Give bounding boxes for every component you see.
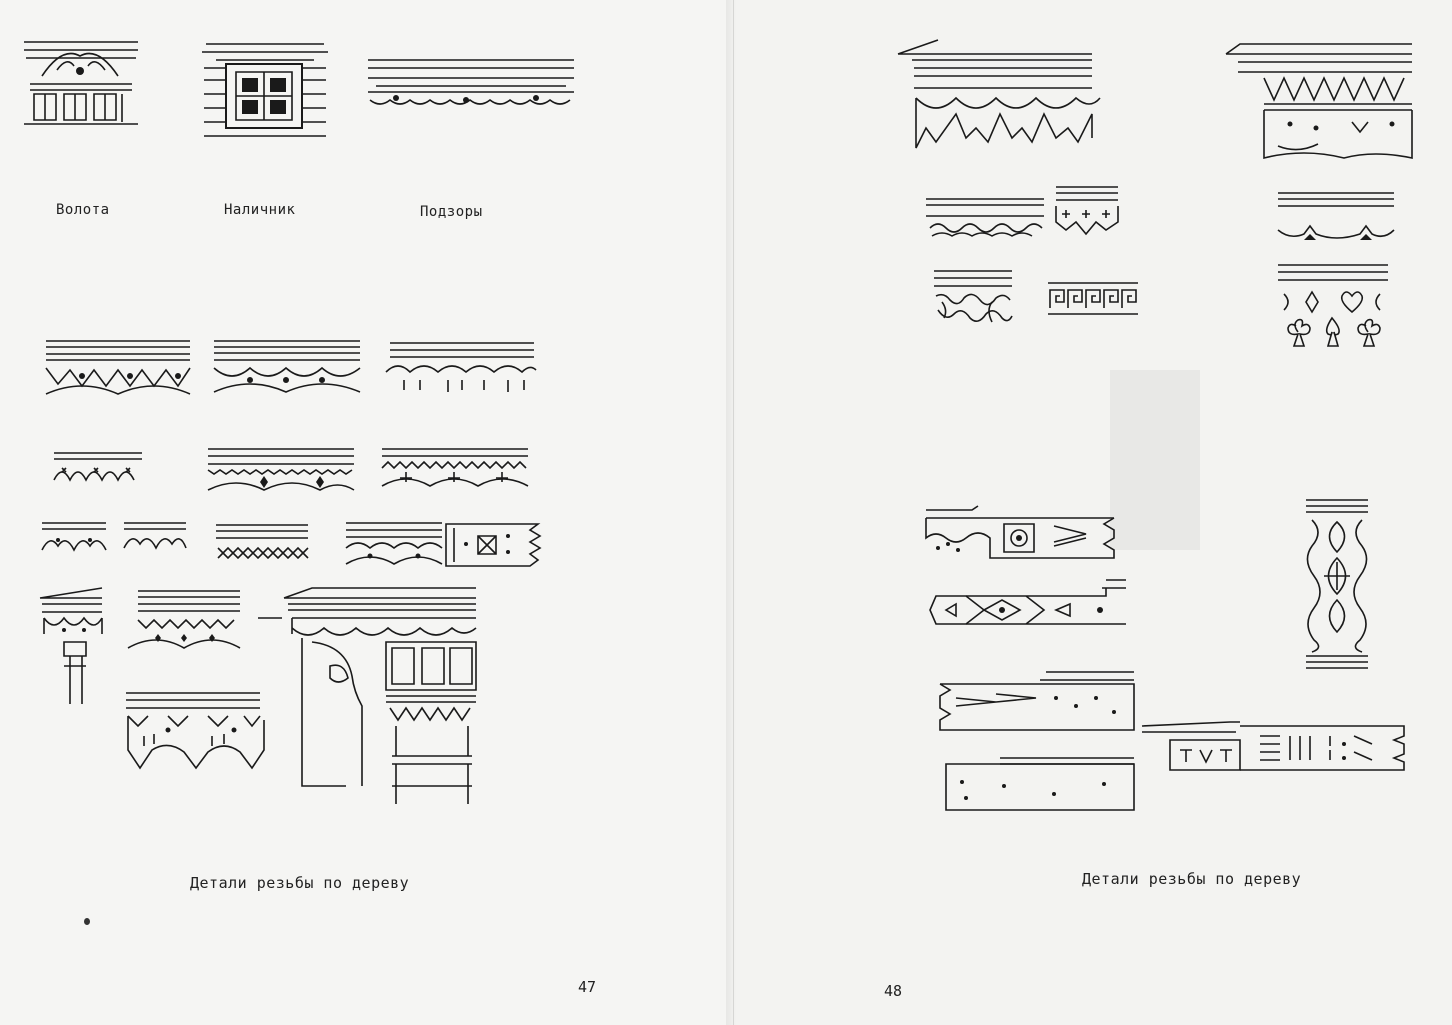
carved-border-1 <box>44 338 192 400</box>
carved-border-3 <box>384 340 538 396</box>
carved-border-2 <box>212 338 362 400</box>
carved-border-7 <box>40 520 108 556</box>
card-suits-border <box>1276 262 1390 358</box>
greek-key-border <box>1046 280 1140 318</box>
carved-board-end <box>444 522 548 568</box>
spine-fold <box>733 0 734 1025</box>
carved-border-r4 <box>932 268 1014 332</box>
label-volota: Волота <box>56 202 110 218</box>
board-end-r3 <box>936 668 1142 734</box>
volota-illustration <box>22 36 140 126</box>
cornice-post-1 <box>38 586 104 708</box>
carved-border-9 <box>214 522 310 568</box>
carved-border-10 <box>344 520 444 570</box>
book-spine <box>726 0 736 1025</box>
left-page <box>0 0 726 1025</box>
left-caption: Детали резьбы по дереву <box>190 874 410 892</box>
cornice-right-2 <box>1224 38 1414 164</box>
scan-shadow <box>1110 370 1200 550</box>
board-end-r1 <box>924 504 1118 562</box>
carved-border-r1 <box>924 196 1046 242</box>
dash-connector <box>258 616 282 620</box>
carved-border-4 <box>52 450 144 486</box>
ink-spot <box>84 918 90 925</box>
carved-border-r2 <box>1054 184 1120 240</box>
label-podzory: Подзоры <box>420 204 483 220</box>
nalichnik-illustration <box>202 38 328 140</box>
cornice-right-1 <box>896 38 1102 152</box>
right-page-number: 48 <box>884 982 903 1000</box>
carved-border-8 <box>122 520 188 554</box>
board-end-r5 <box>1140 714 1410 774</box>
carved-border-6 <box>380 446 530 492</box>
cornice-bracket-column <box>282 586 478 808</box>
vertical-carved-panel <box>1302 496 1372 672</box>
label-nalichnik: Наличник <box>224 202 296 218</box>
board-end-r2 <box>926 576 1130 642</box>
carved-border-r3 <box>1276 190 1396 240</box>
board-end-r4 <box>944 754 1138 814</box>
right-caption: Детали резьбы по дереву <box>1082 870 1302 888</box>
left-page-number: 47 <box>578 978 597 996</box>
podzory-illustration <box>366 56 576 112</box>
carved-border-5 <box>206 446 356 494</box>
carved-border-11 <box>126 588 242 658</box>
carved-border-12 <box>124 690 268 772</box>
